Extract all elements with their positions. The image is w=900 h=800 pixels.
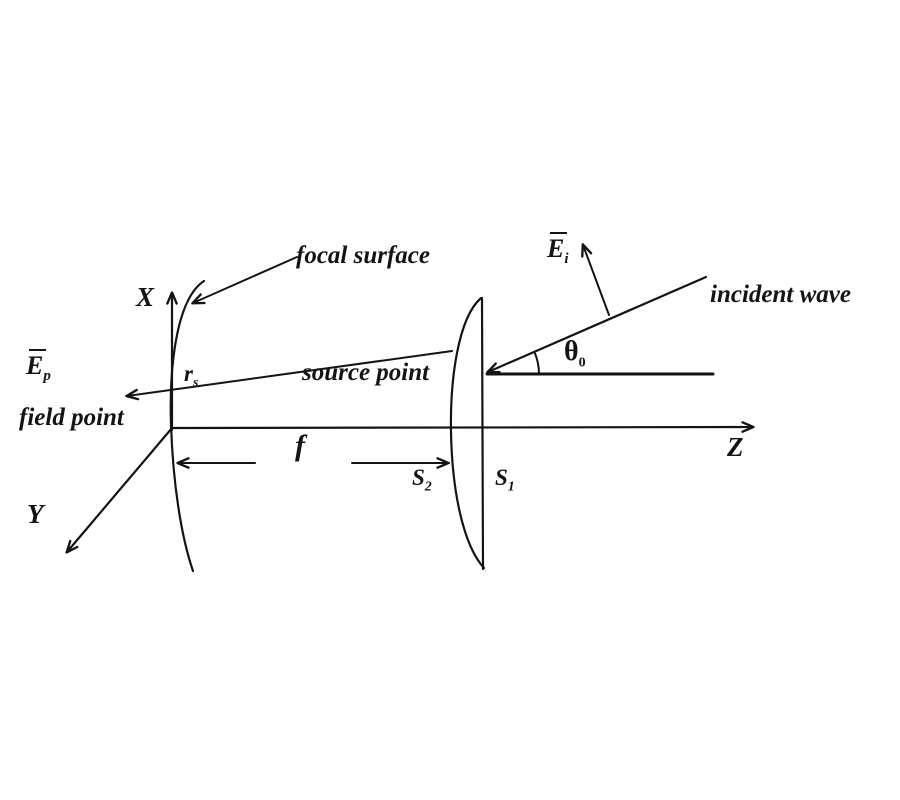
theta-angle-arc bbox=[533, 351, 541, 375]
s1-subscript: 1 bbox=[507, 479, 515, 495]
theta-subscript: 0 bbox=[578, 355, 586, 371]
source-ray-line bbox=[127, 350, 453, 396]
s1-surface-label: S1 bbox=[495, 465, 515, 495]
theta-symbol: θ bbox=[564, 336, 579, 367]
r-s-symbol: r bbox=[184, 361, 193, 386]
y-axis-line bbox=[67, 426, 174, 552]
theta-0-label: θ0 bbox=[564, 337, 586, 371]
lens-curved-surface-s2 bbox=[449, 296, 486, 570]
focal-surface-label: focal surface bbox=[296, 242, 430, 269]
e-i-vector-bar: E bbox=[547, 231, 568, 263]
y-axis-label: Y bbox=[27, 499, 44, 529]
e-p-subscript: p bbox=[43, 368, 51, 385]
focal-surface-curve bbox=[169, 279, 206, 573]
s1-symbol: S bbox=[495, 465, 508, 490]
z-axis-line bbox=[170, 427, 753, 428]
e-i-subscript: i bbox=[564, 251, 569, 268]
focal-surface-pointer-arrow bbox=[193, 256, 298, 303]
e-i-symbol: E bbox=[547, 234, 565, 263]
z-axis-label: Z bbox=[727, 432, 744, 462]
e-p-symbol: E bbox=[26, 351, 44, 380]
incident-wave-label: incident wave bbox=[710, 281, 851, 308]
r-s-label: rs bbox=[184, 361, 199, 391]
field-point-label: field point bbox=[19, 404, 124, 431]
e-i-label: Ei bbox=[547, 231, 569, 268]
incident-wave-ray bbox=[488, 275, 708, 372]
lens-flat-surface-s1 bbox=[480, 296, 485, 571]
r-s-subscript: s bbox=[192, 375, 199, 391]
s2-symbol: S bbox=[412, 465, 425, 490]
focal-length-label: f bbox=[295, 429, 305, 462]
source-point-label: source point bbox=[302, 359, 430, 386]
e-p-label: Ep bbox=[26, 348, 51, 385]
s2-subscript: 2 bbox=[424, 479, 432, 495]
e-i-vector-arrow bbox=[583, 245, 610, 316]
x-axis-label: X bbox=[136, 282, 155, 312]
s2-surface-label: S2 bbox=[412, 465, 432, 495]
e-p-vector-bar: E bbox=[26, 348, 47, 380]
